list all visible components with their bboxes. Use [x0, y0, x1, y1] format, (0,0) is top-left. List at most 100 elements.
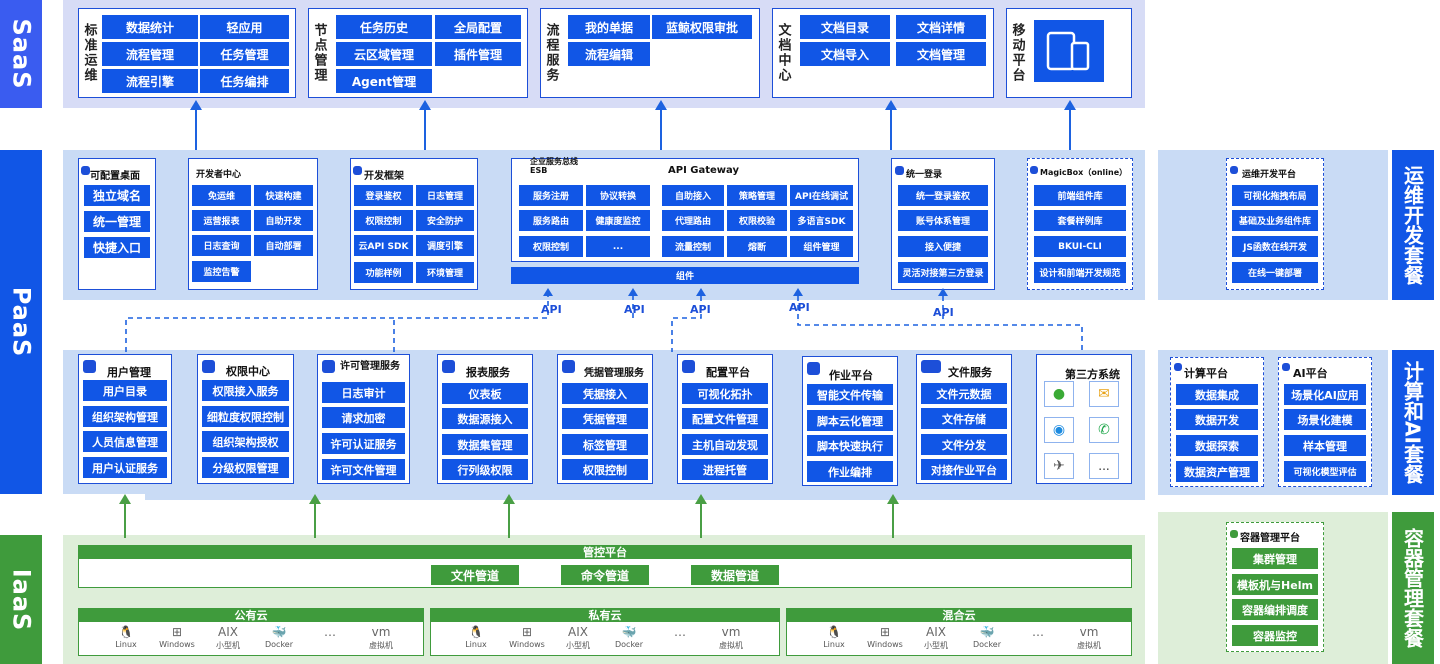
job-item[interactable]: 智能文件传输 [807, 384, 893, 405]
paas-framework-item[interactable]: 环境管理 [416, 262, 474, 283]
file-service-item[interactable]: 文件存储 [921, 408, 1007, 429]
config-item[interactable]: 主机自动发现 [682, 434, 768, 455]
file-service-item[interactable]: 文件元数据 [921, 383, 1007, 404]
saas-doc-item[interactable]: 文档导入 [800, 42, 890, 66]
job-item[interactable]: 作业编排 [807, 461, 893, 482]
chat-icon[interactable]: ◉ [1044, 417, 1074, 443]
paas-magicbox-item[interactable]: 前端组件库 [1034, 185, 1126, 206]
linux-icon[interactable]: 🐧Linux [104, 624, 148, 649]
paas-gateway-item[interactable]: API在线调试 [790, 185, 853, 206]
control-platform-item[interactable]: 文件管道 [431, 565, 519, 585]
perm-center-item[interactable]: 权限接入服务 [202, 380, 289, 401]
container-platform-item[interactable]: 模板机与Helm [1232, 574, 1318, 595]
paas-framework-item[interactable]: 日志管理 [416, 185, 474, 206]
user-mgmt-item[interactable]: 用户目录 [83, 380, 167, 401]
file-service-item[interactable]: 对接作业平台 [921, 459, 1007, 480]
bird-icon[interactable]: ✈ [1044, 453, 1074, 479]
paas-sso-item[interactable]: 账号体系管理 [898, 210, 988, 231]
wechat-icon[interactable]: ● [1044, 381, 1074, 407]
ai-platform-item[interactable]: 可视化模型评估 [1284, 461, 1366, 482]
license-item[interactable]: 请求加密 [322, 407, 405, 428]
paas-esb-item[interactable]: 服务注册 [519, 185, 583, 206]
paas-dev-item[interactable]: 运营报表 [192, 210, 251, 231]
credential-item[interactable]: 凭据管理 [562, 408, 648, 429]
paas-dev-item[interactable]: 自助开发 [254, 210, 313, 231]
devops-platform-item[interactable]: 可视化拖拽布局 [1232, 185, 1318, 206]
paas-sso-item[interactable]: 接入便捷 [898, 236, 988, 257]
perm-center-item[interactable]: 分级权限管理 [202, 457, 289, 478]
devops-platform-item[interactable]: 在线一键部署 [1232, 262, 1318, 283]
config-item[interactable]: 进程托管 [682, 459, 768, 480]
saas-doc-item[interactable]: 文档目录 [800, 15, 890, 39]
file-service-item[interactable]: 文件分发 [921, 434, 1007, 455]
paas-gateway-item[interactable]: 组件管理 [790, 236, 853, 257]
credential-item[interactable]: 权限控制 [562, 459, 648, 480]
user-mgmt-item[interactable]: 人员信息管理 [83, 431, 167, 452]
paas-desktop-item[interactable]: 快捷入口 [84, 237, 150, 258]
paas-dev-item[interactable]: 自动部署 [254, 235, 313, 256]
job-item[interactable]: 脚本快速执行 [807, 435, 893, 456]
paas-dev-item[interactable]: 免运维 [192, 185, 251, 206]
license-item[interactable]: 许可认证服务 [322, 433, 405, 454]
paas-esb-item[interactable]: 健康度监控 [586, 210, 650, 231]
saas-node-item[interactable]: 全局配置 [435, 15, 521, 39]
paas-desktop-item[interactable]: 独立域名 [84, 185, 150, 206]
user-mgmt-item[interactable]: 组织架构管理 [83, 406, 167, 427]
paas-esb-item[interactable]: 权限控制 [519, 236, 583, 257]
config-item[interactable]: 可视化拓扑 [682, 383, 768, 404]
compute-platform-item[interactable]: 数据开发 [1176, 409, 1258, 430]
user-mgmt-item[interactable]: 用户认证服务 [83, 457, 167, 478]
perm-center-item[interactable]: 细粒度权限控制 [202, 406, 289, 427]
paas-framework-item[interactable]: 登录鉴权 [354, 185, 413, 206]
control-platform-item[interactable]: 数据管道 [691, 565, 779, 585]
saas-ops-item[interactable]: 轻应用 [200, 15, 289, 39]
linux-icon[interactable]: 🐧Linux [812, 624, 856, 649]
paas-esb-item[interactable]: ... [586, 236, 650, 257]
perm-center-item[interactable]: 组织架构授权 [202, 431, 289, 452]
mail-icon[interactable]: ✉ [1089, 381, 1119, 407]
paas-dev-item[interactable]: 监控告警 [192, 261, 251, 282]
saas-ops-item[interactable]: 数据统计 [102, 15, 198, 39]
paas-gateway-item[interactable]: 多语言SDK [790, 210, 853, 231]
paas-framework-item[interactable]: 安全防护 [416, 210, 474, 231]
report-item[interactable]: 行列级权限 [442, 459, 528, 480]
credential-item[interactable]: 标签管理 [562, 434, 648, 455]
container-platform-item[interactable]: 容器监控 [1232, 625, 1318, 646]
saas-node-item[interactable]: 云区域管理 [336, 42, 432, 66]
report-item[interactable]: 数据源接入 [442, 408, 528, 429]
credential-item[interactable]: 凭据接入 [562, 383, 648, 404]
license-item[interactable]: 日志审计 [322, 382, 405, 403]
docker-icon[interactable]: 🐳Docker [965, 624, 1009, 649]
container-platform-item[interactable]: 集群管理 [1232, 548, 1318, 569]
ai-platform-item[interactable]: 场景化AI应用 [1284, 384, 1366, 405]
saas-node-item[interactable]: 任务历史 [336, 15, 432, 39]
devops-platform-item[interactable]: 基础及业务组件库 [1232, 210, 1318, 231]
phone-icon[interactable]: ✆ [1089, 417, 1119, 443]
paas-magicbox-item[interactable]: 套餐样例库 [1034, 210, 1126, 231]
tablet-phone-icon[interactable] [1034, 20, 1104, 82]
linux-icon[interactable]: 🐧Linux [454, 624, 498, 649]
paas-esb-item[interactable]: 协议转换 [586, 185, 650, 206]
paas-sso-item[interactable]: 统一登录鉴权 [898, 185, 988, 206]
saas-ops-item[interactable]: 任务管理 [200, 42, 289, 66]
saas-flow-item[interactable]: 我的单据 [568, 15, 650, 39]
container-platform-item[interactable]: 容器编排调度 [1232, 599, 1318, 620]
paas-dev-item[interactable]: 日志查询 [192, 235, 251, 256]
job-item[interactable]: 脚本云化管理 [807, 410, 893, 431]
ai-platform-item[interactable]: 场景化建模 [1284, 409, 1366, 430]
paas-gateway-item[interactable]: 熔断 [727, 236, 787, 257]
more-icon[interactable]: … [658, 624, 702, 640]
report-item[interactable]: 数据集管理 [442, 434, 528, 455]
windows-icon[interactable]: ⊞Windows [505, 624, 549, 649]
control-platform-item[interactable]: 命令管道 [561, 565, 649, 585]
paas-magicbox-item[interactable]: 设计和前端开发规范 [1034, 262, 1126, 283]
paas-gateway-item[interactable]: 权限校验 [727, 210, 787, 231]
more-icon[interactable]: … [1016, 624, 1060, 640]
windows-icon[interactable]: ⊞Windows [155, 624, 199, 649]
paas-magicbox-item[interactable]: BKUI-CLI [1034, 236, 1126, 257]
